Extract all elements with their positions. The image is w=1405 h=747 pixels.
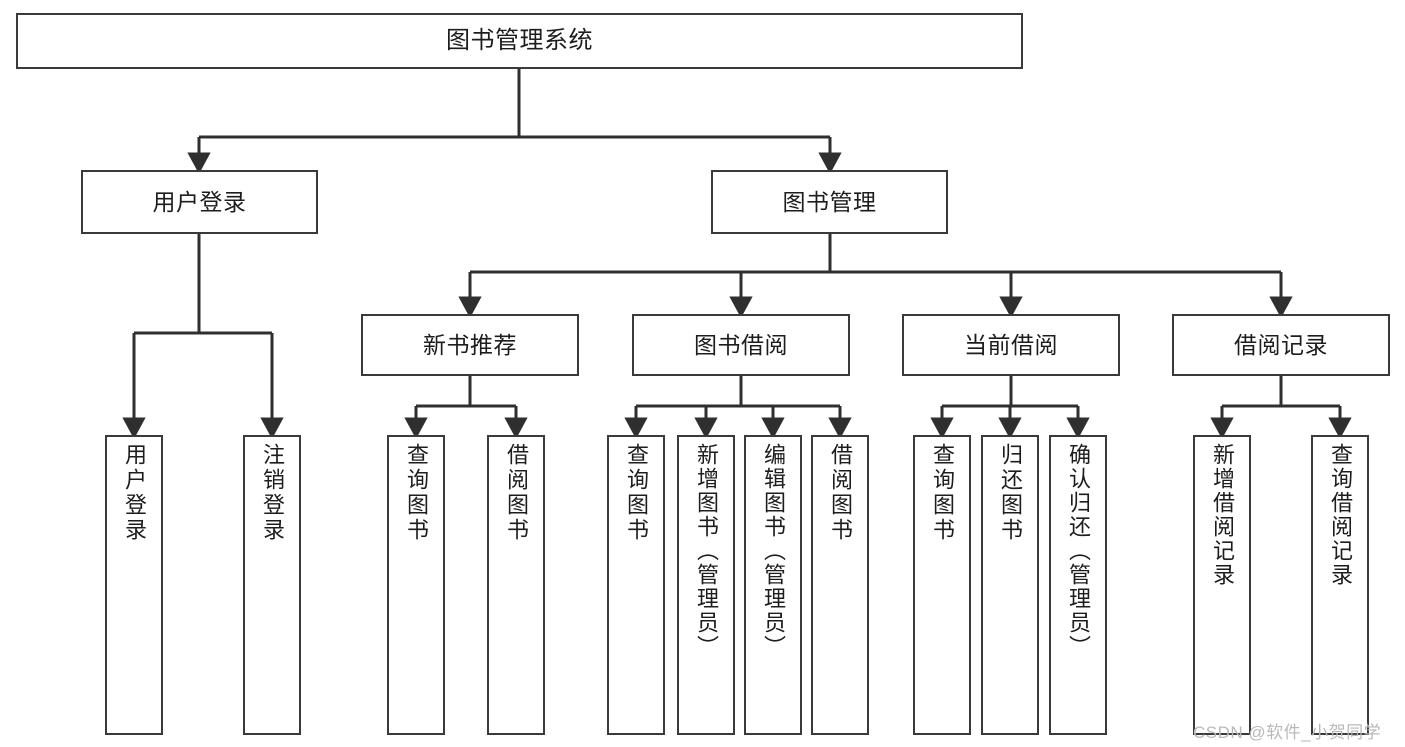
leaf-query-book-3[interactable]: 查询图书 [913, 435, 971, 735]
node-current-borrowing[interactable]: 当前借阅 [902, 314, 1120, 376]
node-label: 借阅图书 [828, 443, 853, 543]
node-label: 查询图书 [404, 443, 429, 543]
node-label: 新书推荐 [423, 331, 517, 358]
leaf-add-book[interactable]: 新增图书（管理员） [677, 435, 735, 735]
node-label: 新增借阅记录 [1210, 443, 1235, 587]
node-book-management[interactable]: 图书管理 [711, 170, 948, 234]
leaf-return-book[interactable]: 归还图书 [981, 435, 1039, 735]
leaf-query-record[interactable]: 查询借阅记录 [1311, 435, 1369, 735]
node-label: 用户登录 [122, 443, 147, 543]
node-label: 归还图书 [998, 443, 1023, 543]
node-label: 图书管理 [782, 188, 877, 215]
node-label: 查询图书 [624, 443, 649, 543]
csdn-watermark: CSDN @软件_小贺同学 [1193, 723, 1382, 742]
leaf-query-book-2[interactable]: 查询图书 [607, 435, 665, 735]
leaf-add-record[interactable]: 新增借阅记录 [1193, 435, 1251, 735]
node-label: 查询借阅记录 [1328, 443, 1353, 587]
node-label: 用户登录 [152, 188, 247, 215]
node-label: 当前借阅 [964, 331, 1058, 358]
node-label: 图书借阅 [694, 331, 788, 358]
node-label: 注销登录 [260, 443, 285, 543]
node-label: 查询图书 [930, 443, 955, 543]
node-borrow-records[interactable]: 借阅记录 [1172, 314, 1390, 376]
leaf-edit-book[interactable]: 编辑图书（管理员） [744, 435, 802, 735]
node-label: 借阅记录 [1234, 331, 1328, 358]
node-label: 编辑图书（管理员） [761, 443, 786, 659]
node-user-login[interactable]: 用户登录 [81, 170, 318, 234]
leaf-borrow-book-1[interactable]: 借阅图书 [487, 435, 545, 735]
node-label: 确认归还（管理员） [1066, 443, 1091, 659]
node-book-borrowing[interactable]: 图书借阅 [632, 314, 850, 376]
leaf-confirm-return[interactable]: 确认归还（管理员） [1049, 435, 1107, 735]
node-new-book-recommendation[interactable]: 新书推荐 [361, 314, 579, 376]
leaf-logout-login[interactable]: 注销登录 [243, 435, 301, 735]
node-label: 图书管理系统 [446, 27, 593, 55]
leaf-query-book-1[interactable]: 查询图书 [387, 435, 445, 735]
node-label: 新增图书（管理员） [694, 443, 719, 659]
leaf-user-login[interactable]: 用户登录 [105, 435, 163, 735]
node-root-system[interactable]: 图书管理系统 [16, 13, 1023, 69]
leaf-borrow-book-2[interactable]: 借阅图书 [811, 435, 869, 735]
node-label: 借阅图书 [504, 443, 529, 543]
